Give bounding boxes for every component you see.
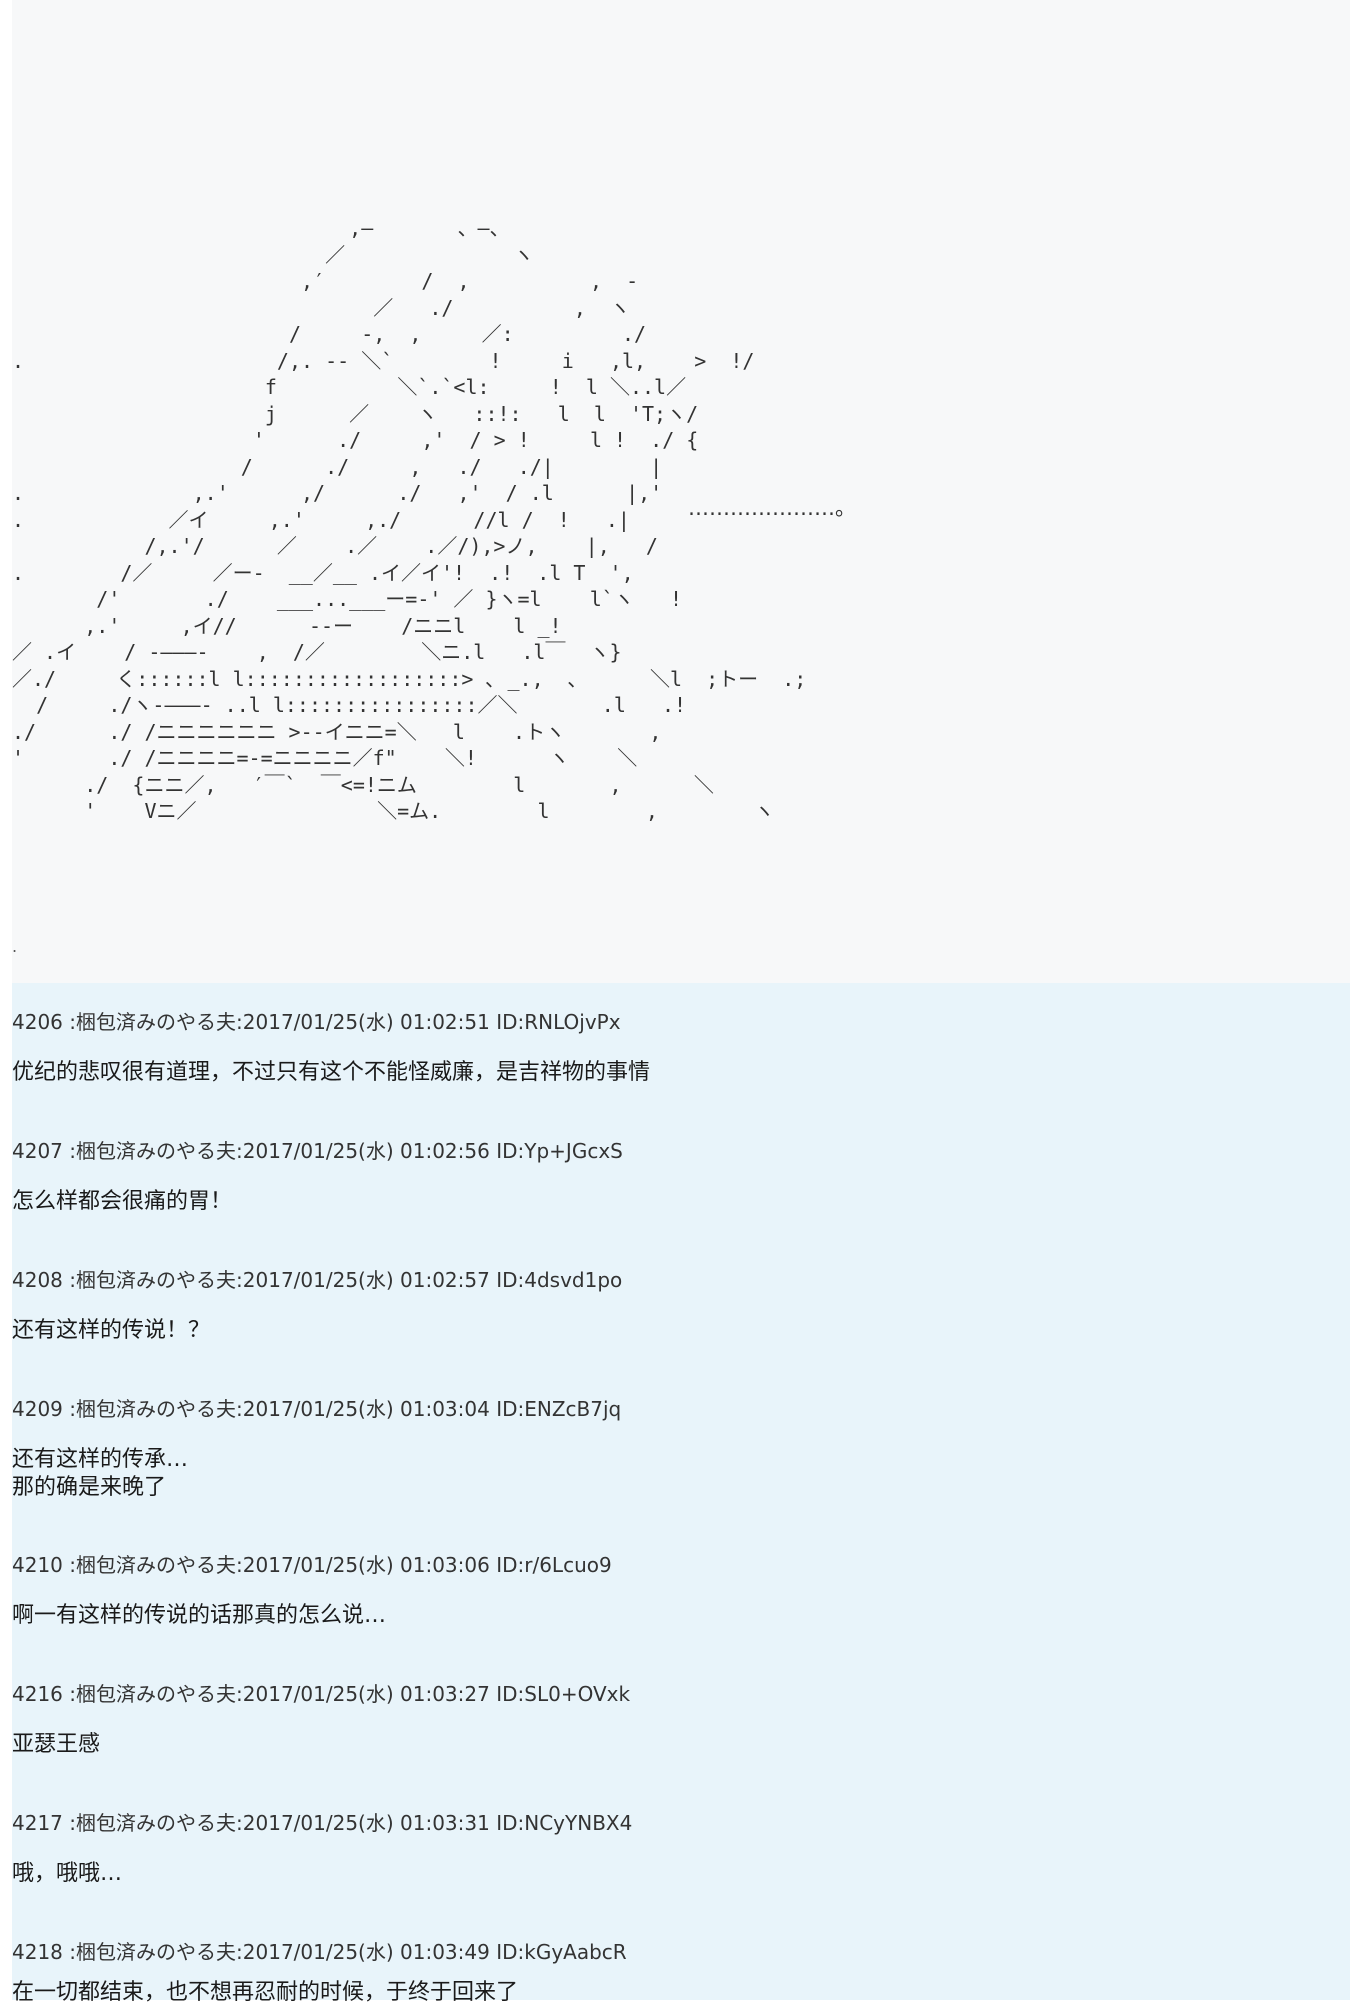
post-body: 亚瑟王感 bbox=[12, 1732, 101, 1757]
post-author: 梱包済みのやる夫 bbox=[76, 1397, 237, 1421]
post-header: 4217 :梱包済みのやる夫:2017/01/25(水) 01:03:31 ID… bbox=[12, 1811, 633, 1835]
post-body: 在一切都结束，也不想再忍耐的时候，于终于回来了 bbox=[12, 1980, 519, 2005]
post-number: 4209 bbox=[12, 1397, 63, 1421]
post-header: 4208 :梱包済みのやる夫:2017/01/25(水) 01:02:57 ID… bbox=[12, 1268, 623, 1292]
post-number: 4216 bbox=[12, 1682, 63, 1706]
post-header: 4207 :梱包済みのやる夫:2017/01/25(水) 01:02:56 ID… bbox=[12, 1139, 623, 1163]
ascii-art: ,— 、—、 ／ ヽ ,′ / , , - ／ ./ , ヽ / -, , ／ bbox=[12, 216, 807, 823]
post-body: 哦，哦哦… bbox=[12, 1861, 123, 1886]
ascii-art-speech: …………………。 bbox=[688, 496, 856, 520]
post-date: 2017/01/25(水) bbox=[242, 1397, 394, 1421]
post-number: 4218 bbox=[12, 1940, 63, 1964]
post-id: r/6Lcuo9 bbox=[524, 1553, 612, 1577]
post-time: 01:03:49 bbox=[400, 1940, 490, 1964]
post-time: 01:02:57 bbox=[400, 1268, 490, 1292]
post-id: SL0+OVxk bbox=[524, 1682, 631, 1706]
post-number: 4210 bbox=[12, 1553, 63, 1577]
post-time: 01:03:31 bbox=[400, 1811, 490, 1835]
post-header: 4206 :梱包済みのやる夫:2017/01/25(水) 01:02:51 ID… bbox=[12, 1010, 621, 1034]
post-body: 还有这样的传承… 那的确是来晚了 bbox=[12, 1447, 189, 1500]
post-author: 梱包済みのやる夫 bbox=[76, 1553, 237, 1577]
post-time: 01:03:04 bbox=[400, 1397, 490, 1421]
post-time: 01:02:56 bbox=[400, 1139, 490, 1163]
post: 4218 :梱包済みのやる夫:2017/01/25(水) 01:03:49 ID… bbox=[12, 1939, 1350, 2007]
post-number: 4208 bbox=[12, 1268, 63, 1292]
post: 4217 :梱包済みのやる夫:2017/01/25(水) 01:03:31 ID… bbox=[12, 1810, 1350, 1888]
post-author: 梱包済みのやる夫 bbox=[76, 1811, 237, 1835]
post-header: 4216 :梱包済みのやる夫:2017/01/25(水) 01:03:27 ID… bbox=[12, 1682, 631, 1706]
post-id: NCyYNBX4 bbox=[524, 1811, 633, 1835]
post-author: 梱包済みのやる夫 bbox=[76, 1682, 237, 1706]
post: 4210 :梱包済みのやる夫:2017/01/25(水) 01:03:06 ID… bbox=[12, 1552, 1350, 1630]
post-id: ENZcB7jq bbox=[524, 1397, 622, 1421]
page: ,— 、—、 ／ ヽ ,′ / , , - ／ ./ , ヽ / -, , ／ bbox=[12, 0, 1350, 2005]
post-time: 01:02:51 bbox=[400, 1010, 490, 1034]
post-id: kGyAabcR bbox=[524, 1940, 627, 1964]
post-time: 01:03:06 bbox=[400, 1553, 490, 1577]
post-number: 4207 bbox=[12, 1139, 63, 1163]
post-id: RNLOjvPx bbox=[524, 1010, 621, 1034]
post: 4208 :梱包済みのやる夫:2017/01/25(水) 01:02:57 ID… bbox=[12, 1267, 1350, 1345]
post-author: 梱包済みのやる夫 bbox=[76, 1010, 237, 1034]
post-header: 4209 :梱包済みのやる夫:2017/01/25(水) 01:03:04 ID… bbox=[12, 1397, 622, 1421]
post-author: 梱包済みのやる夫 bbox=[76, 1268, 237, 1292]
post-date: 2017/01/25(水) bbox=[242, 1010, 394, 1034]
post-body: 啊一有这样的传说的话那真的怎么说… bbox=[12, 1603, 387, 1628]
post-number: 4217 bbox=[12, 1811, 63, 1835]
post-number: 4206 bbox=[12, 1010, 63, 1034]
post: 4209 :梱包済みのやる夫:2017/01/25(水) 01:03:04 ID… bbox=[12, 1396, 1350, 1502]
ascii-art-dot: . bbox=[12, 937, 18, 956]
post-date: 2017/01/25(水) bbox=[242, 1811, 394, 1835]
ascii-art-panel: ,— 、—、 ／ ヽ ,′ / , , - ／ ./ , ヽ / -, , ／ bbox=[12, 0, 1350, 983]
post-body: 怎么样都会很痛的胃！ bbox=[12, 1189, 233, 1214]
post-date: 2017/01/25(水) bbox=[242, 1268, 394, 1292]
post-date: 2017/01/25(水) bbox=[242, 1553, 394, 1577]
post-id: 4dsvd1po bbox=[524, 1268, 623, 1292]
post-date: 2017/01/25(水) bbox=[242, 1139, 394, 1163]
post-header: 4218 :梱包済みのやる夫:2017/01/25(水) 01:03:49 ID… bbox=[12, 1940, 627, 1964]
post: 4206 :梱包済みのやる夫:2017/01/25(水) 01:02:51 ID… bbox=[12, 1009, 1350, 1087]
post-author: 梱包済みのやる夫 bbox=[76, 1139, 237, 1163]
post-body: 还有这样的传说！？ bbox=[12, 1318, 211, 1343]
post: 4216 :梱包済みのやる夫:2017/01/25(水) 01:03:27 ID… bbox=[12, 1681, 1350, 1759]
post-time: 01:03:27 bbox=[400, 1682, 490, 1706]
post-id: Yp+JGcxS bbox=[524, 1139, 623, 1163]
post-date: 2017/01/25(水) bbox=[242, 1940, 394, 1964]
post-date: 2017/01/25(水) bbox=[242, 1682, 394, 1706]
thread: 4206 :梱包済みのやる夫:2017/01/25(水) 01:02:51 ID… bbox=[12, 983, 1350, 2005]
post-author: 梱包済みのやる夫 bbox=[76, 1940, 237, 1964]
post-header: 4210 :梱包済みのやる夫:2017/01/25(水) 01:03:06 ID… bbox=[12, 1553, 612, 1577]
post-body: 优纪的悲叹很有道理，不过只有这个不能怪威廉，是吉祥物的事情 bbox=[12, 1060, 651, 1085]
post: 4207 :梱包済みのやる夫:2017/01/25(水) 01:02:56 ID… bbox=[12, 1138, 1350, 1216]
